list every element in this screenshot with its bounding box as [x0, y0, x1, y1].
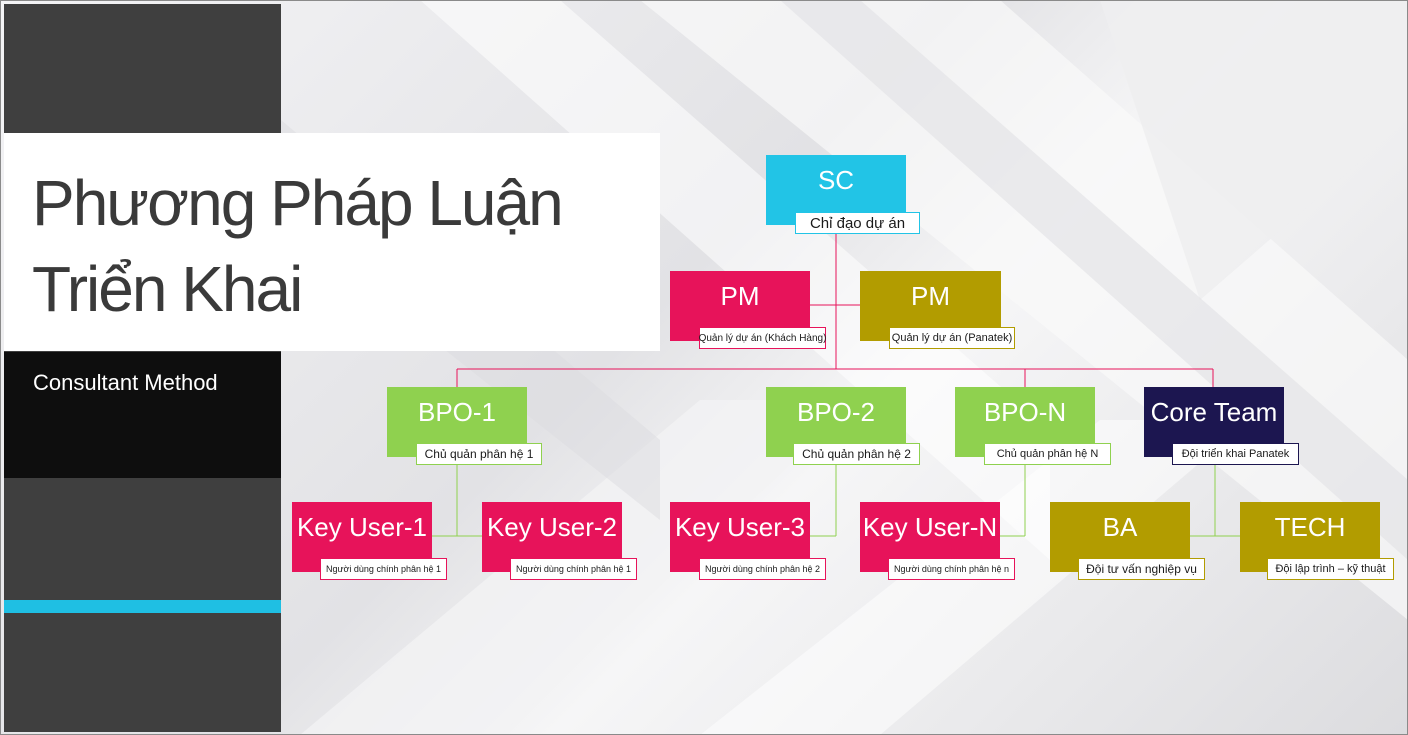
node-bpo-n-desc: Chủ quản phân hệ N	[984, 443, 1111, 465]
node-bpo-2-desc: Chủ quản phân hệ 2	[793, 443, 920, 465]
node-bpo-1-title: BPO-1	[417, 397, 497, 427]
node-tech-desc: Đội lập trình – kỹ thuật	[1267, 558, 1394, 580]
node-pm-customer-desc: Quản lý dự án (Khách Hàng)	[699, 327, 826, 349]
slide-title: Phương Pháp Luận Triển Khai	[32, 167, 564, 325]
node-key-user-n-title: Key User-N	[862, 512, 998, 542]
node-core-team-desc: Đội triển khai Panatek	[1172, 443, 1299, 465]
title-box	[4, 133, 660, 351]
node-key-user-2-title: Key User-2	[486, 512, 618, 542]
slide-subtitle: Consultant Method	[33, 370, 218, 395]
node-sc-desc: Chỉ đạo dự án	[795, 212, 920, 234]
node-key-user-1-desc: Người dùng chính phân hệ 1	[320, 558, 447, 580]
node-ba-title: BA	[1102, 512, 1138, 542]
node-core-team-title: Core Team	[1150, 397, 1278, 427]
node-bpo-1-desc: Chủ quản phân hệ 1	[416, 443, 542, 465]
node-bpo-n-title: BPO-N	[983, 397, 1067, 427]
node-key-user-3-desc: Người dùng chính phân hệ 2	[699, 558, 826, 580]
node-key-user-1-title: Key User-1	[296, 512, 428, 542]
subtitle-band	[4, 352, 281, 478]
node-key-user-2-desc: Người dùng chính phân hệ 1	[510, 558, 637, 580]
node-sc-title: SC	[817, 165, 855, 195]
node-tech-title: TECH	[1274, 512, 1346, 542]
node-key-user-n-desc: Người dùng chính phân hệ n	[888, 558, 1015, 580]
node-ba-desc: Đội tư vấn nghiệp vụ	[1078, 558, 1205, 580]
node-pm-panatek-title: PM	[911, 281, 950, 311]
node-pm-panatek-desc: Quản lý dự án (Panatek)	[889, 327, 1015, 349]
accent-stripe	[4, 600, 281, 613]
node-key-user-3-title: Key User-3	[674, 512, 806, 542]
node-pm-customer: PM	[670, 271, 810, 341]
node-pm-customer-title: PM	[720, 281, 760, 311]
node-bpo-2-title: BPO-2	[796, 397, 876, 427]
